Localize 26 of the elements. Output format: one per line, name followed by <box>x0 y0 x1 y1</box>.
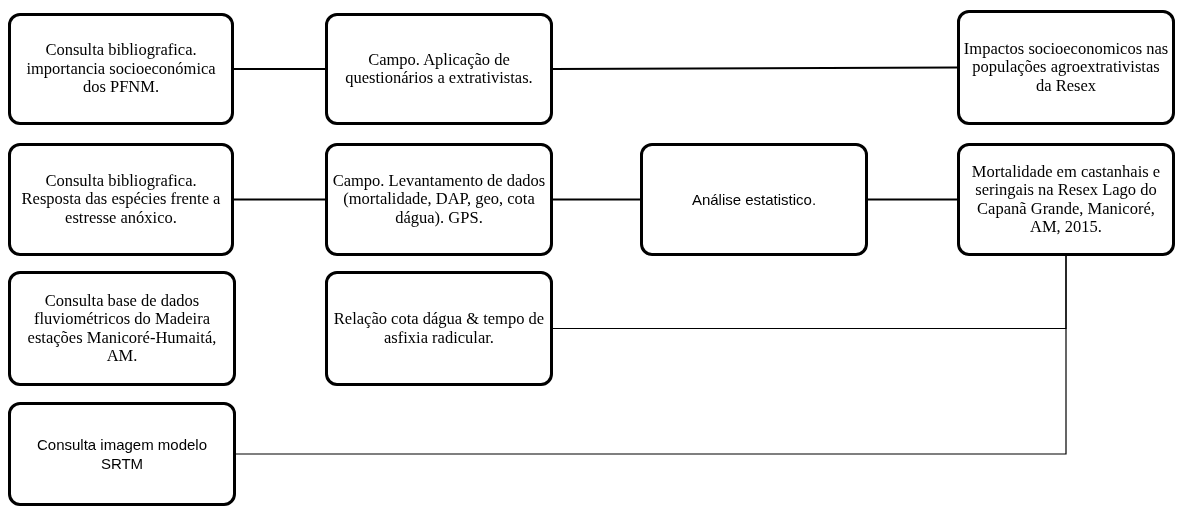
process-box <box>325 13 553 125</box>
process-box <box>957 10 1175 125</box>
box-text: Consulta imagem modelo SRTM <box>35 434 209 474</box>
process-box <box>640 143 868 256</box>
connector-line <box>233 198 326 201</box>
box-text: Consulta bibliografica. Resposta das espécies frente a estresse anóxico. <box>20 171 222 228</box>
connector-line <box>552 198 641 201</box>
box-text: Análise estatistico. <box>691 189 817 210</box>
connector-line <box>867 198 958 201</box>
box-text: Impactos socioeconomicos nas populações agroextrativistas da Resex <box>963 39 1169 96</box>
process-box <box>325 271 553 386</box>
process-box <box>8 271 236 386</box>
process-box <box>8 402 236 506</box>
box-text: Campo. Levantamento de dados (mortalidade, DAP, geo, cota dágua). GPS. <box>331 171 547 228</box>
box-text: Mortalidade em castanhais e seringais na Resex Lago do Capanã Grande, Manicoré, AM, 2015. <box>970 162 1162 237</box>
box-text: Campo. Aplicação de questionários a extrativistas. <box>344 50 534 88</box>
box-text: Relação cota dágua & tempo de asfixia radicular. <box>332 310 546 347</box>
box-text: Consulta bibliografica. importancia socioeconómica dos PFNM. <box>25 41 217 97</box>
process-box <box>325 143 553 256</box>
process-box <box>957 143 1175 256</box>
box-text: Consulta base de dados fluviométricos do Madeira estações Manicoré-Humaitá, AM. <box>26 291 218 366</box>
connector-line <box>552 66 958 70</box>
connector-line <box>235 255 1067 455</box>
connector-line <box>233 68 326 70</box>
process-box <box>8 143 234 256</box>
process-box <box>8 13 234 125</box>
